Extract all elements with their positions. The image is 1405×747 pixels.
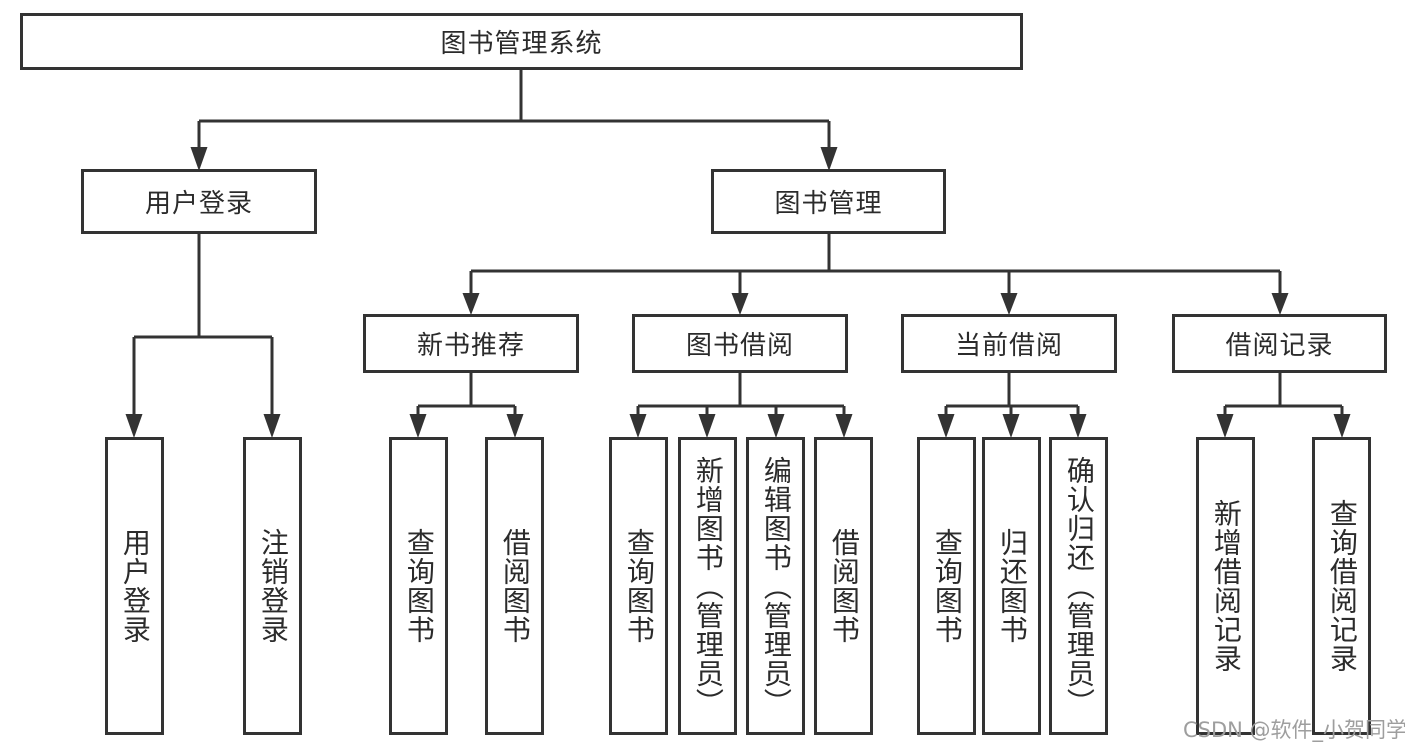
node-leaf-cb-return-books: 归还图书 — [982, 437, 1041, 735]
node-root-label: 图书管理系统 — [440, 29, 603, 59]
node-leaf-cb-return-books-label: 归还图书 — [995, 528, 1029, 644]
node-leaf-bb-add-books-label: 新增图书（管理员） — [691, 455, 725, 717]
node-user-login-label: 用户登录 — [144, 189, 253, 219]
node-leaf-cb-query-books: 查询图书 — [917, 437, 976, 735]
node-leaf-logout-label: 注销登录 — [256, 528, 290, 644]
node-current-borrow-label: 当前借阅 — [954, 331, 1063, 361]
node-current-borrow: 当前借阅 — [901, 314, 1117, 373]
node-leaf-bb-query-books: 查询图书 — [609, 437, 668, 735]
node-leaf-cb-query-books-label: 查询图书 — [930, 528, 964, 644]
arrowhead — [1333, 414, 1351, 438]
node-new-book-rec: 新书推荐 — [363, 314, 579, 373]
arrowhead — [767, 414, 785, 438]
csdn-watermark: CSDN @软件_小贺同学 — [1183, 718, 1405, 742]
node-leaf-nb-query-books-label: 查询图书 — [402, 528, 436, 644]
node-leaf-user-login: 用户登录 — [105, 437, 164, 735]
arrowhead — [462, 293, 480, 315]
connector-borrowrecords-to-children — [1223, 373, 1344, 415]
connector-root-to-level2 — [197, 70, 831, 148]
node-leaf-cb-confirm-return-label: 确认归还（管理员） — [1062, 455, 1096, 717]
arrowhead — [698, 414, 716, 438]
arrowhead — [1002, 414, 1020, 438]
arrowhead — [629, 414, 647, 438]
node-leaf-br-query-record: 查询借阅记录 — [1312, 437, 1371, 735]
arrowhead — [1271, 293, 1289, 315]
node-borrow-records: 借阅记录 — [1172, 314, 1387, 373]
node-leaf-br-add-record-label: 新增借阅记录 — [1209, 499, 1243, 673]
node-leaf-br-query-record-label: 查询借阅记录 — [1325, 499, 1359, 673]
node-leaf-user-login-label: 用户登录 — [118, 528, 152, 644]
node-leaf-bb-edit-books: 编辑图书（管理员） — [746, 437, 805, 735]
connector-bookborrow-to-children — [636, 373, 846, 415]
arrowhead — [820, 147, 838, 171]
node-leaf-nb-query-books: 查询图书 — [389, 437, 448, 735]
node-leaf-cb-confirm-return: 确认归还（管理员） — [1049, 437, 1108, 735]
node-book-borrow: 图书借阅 — [632, 314, 848, 373]
arrowhead — [731, 293, 749, 315]
node-book-borrow-label: 图书借阅 — [685, 331, 794, 361]
arrowhead — [409, 414, 427, 438]
connector-bookmgmt-to-level3 — [469, 234, 1282, 293]
node-user-login: 用户登录 — [81, 169, 317, 234]
node-book-mgmt: 图书管理 — [711, 169, 946, 234]
node-leaf-bb-edit-books-label: 编辑图书（管理员） — [759, 455, 793, 717]
arrowhead — [937, 414, 955, 438]
arrowhead — [263, 414, 281, 438]
node-book-mgmt-label: 图书管理 — [774, 189, 883, 219]
arrowhead — [190, 147, 208, 171]
connector-currentborrow-to-children — [944, 373, 1080, 415]
node-leaf-nb-borrow-books: 借阅图书 — [485, 437, 544, 735]
arrowhead — [1000, 293, 1018, 315]
node-leaf-bb-query-books-label: 查询图书 — [622, 528, 656, 644]
node-leaf-bb-borrow-books-label: 借阅图书 — [827, 528, 861, 644]
connector-newbookrec-to-children — [416, 373, 517, 415]
arrowhead — [1069, 414, 1087, 438]
node-leaf-bb-add-books: 新增图书（管理员） — [678, 437, 737, 735]
arrowhead — [125, 414, 143, 438]
connector-userlogin-to-children — [132, 234, 274, 415]
node-borrow-records-label: 借阅记录 — [1225, 331, 1334, 361]
arrowhead — [835, 414, 853, 438]
node-leaf-bb-borrow-books: 借阅图书 — [814, 437, 873, 735]
arrowhead — [1216, 414, 1234, 438]
node-root: 图书管理系统 — [20, 13, 1023, 70]
node-leaf-nb-borrow-books-label: 借阅图书 — [498, 528, 532, 644]
node-leaf-logout: 注销登录 — [243, 437, 302, 735]
node-new-book-rec-label: 新书推荐 — [416, 331, 525, 361]
node-leaf-br-add-record: 新增借阅记录 — [1196, 437, 1255, 735]
arrowhead — [506, 414, 524, 438]
